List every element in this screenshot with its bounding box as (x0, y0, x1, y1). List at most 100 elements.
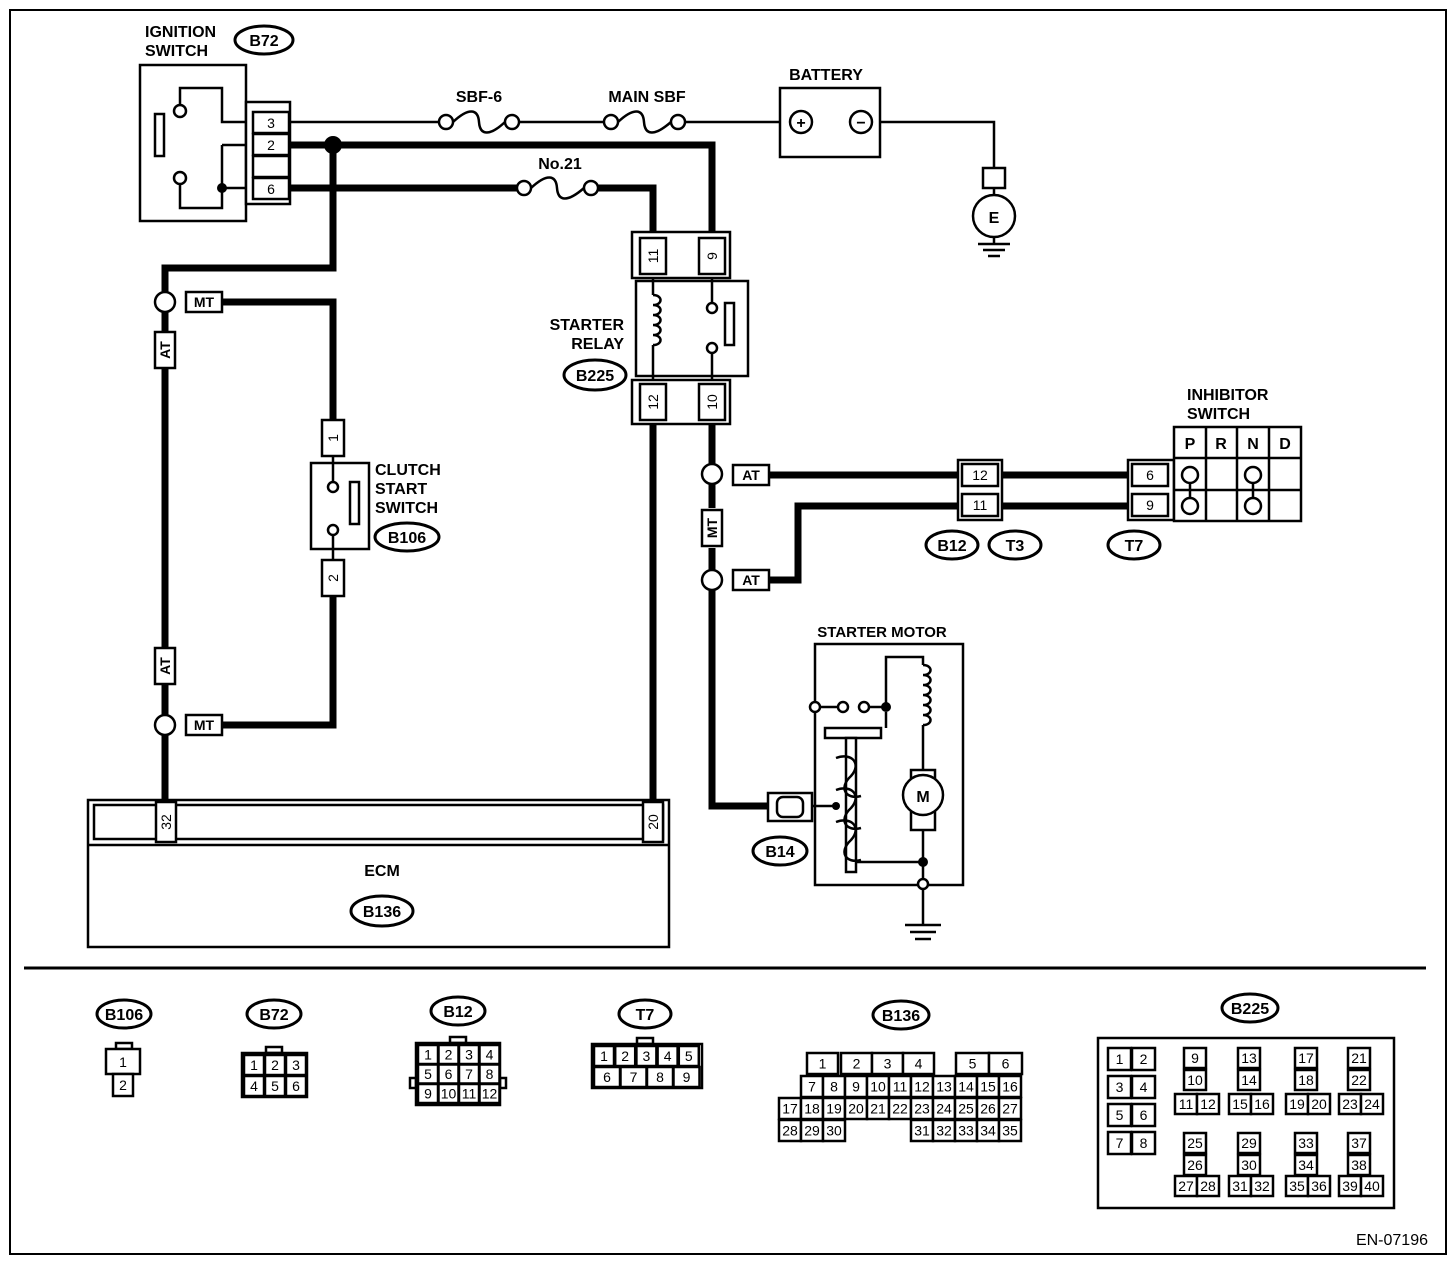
cv-b136-pin-21: 21 (870, 1101, 886, 1117)
cv-b225-pin-14-cell (1236, 1068, 1262, 1092)
cv-b136-pin-30-cell (821, 1118, 847, 1143)
cv-b225-pin-34: 34 (1298, 1157, 1314, 1173)
cv-b136-pin-22: 22 (892, 1101, 908, 1117)
cv-b72-pin-4: 4 (250, 1078, 258, 1094)
cv-b225-pin-33: 33 (1298, 1135, 1314, 1151)
ignition-pin-2: 2 (267, 137, 275, 153)
cv-b225-pin-24-cell (1359, 1092, 1385, 1116)
cv-b225-pin-17: 17 (1298, 1050, 1314, 1066)
cv-b72-pin-1: 1 (250, 1057, 258, 1073)
cv-b225-pin-5: 5 (1116, 1107, 1124, 1123)
inhibitor-pos-n: N (1247, 436, 1259, 453)
cv-b136-pin-35-cell (997, 1118, 1023, 1143)
outer-frame (9, 9, 1447, 1255)
cv-b225-pin-22-cell (1346, 1068, 1372, 1092)
cv-t7-pin-7: 7 (630, 1069, 638, 1085)
cv-b12-pin-11: 11 (462, 1086, 477, 1102)
cv-b106-pin-1: 1 (119, 1054, 127, 1070)
connector-t7-tag: T7 (1125, 538, 1144, 555)
tag-mt-right: MT (704, 517, 720, 538)
cv-b12-pin-3: 3 (465, 1047, 473, 1063)
cv-t7-pin-2: 2 (621, 1048, 629, 1064)
tag-at-right-bottom: AT (742, 572, 760, 588)
joint-pin-12: 12 (972, 467, 988, 483)
cv-b225-pin-10: 10 (1187, 1072, 1203, 1088)
fuse-main-sbf-label: MAIN SBF (608, 89, 686, 106)
inhibitor-label-2: SWITCH (1187, 406, 1250, 423)
fuse-no21: No.21 (515, 156, 600, 200)
ecm-pin-20: 20 (645, 814, 661, 830)
cv-b136-pin-4-cell (901, 1051, 936, 1076)
ground-e: E (971, 166, 1017, 258)
cv-b225-pin-32-cell (1249, 1174, 1275, 1198)
cv-b136-pin-24: 24 (936, 1101, 952, 1117)
inhibitor-label-1: INHIBITOR (1187, 387, 1269, 404)
clutch-label-1: CLUTCH (375, 462, 441, 479)
relay-pin-9: 9 (704, 252, 720, 260)
joint-connector-b12-t3: 12 11 B12 T3 (924, 458, 1043, 561)
cv-b136-pin-8: 8 (830, 1079, 838, 1095)
cv-t7-pin-9: 9 (683, 1069, 691, 1085)
cv-b225-pin-14: 14 (1241, 1072, 1257, 1088)
cv-b225-pin-37-cell (1346, 1131, 1372, 1155)
cv-b225-pin-21: 21 (1351, 1050, 1367, 1066)
cv-b136-pin-5: 5 (969, 1056, 977, 1072)
cv-b12-pin-9: 9 (424, 1086, 432, 1102)
battery-label: BATTERY (789, 67, 863, 84)
motor-m-label: M (916, 789, 929, 806)
ignition-pin-6: 6 (267, 181, 275, 197)
cv-b136-pin-27: 27 (1002, 1101, 1018, 1117)
cv-b106-label: B106 (105, 1007, 143, 1024)
cv-b106-pin-2: 2 (119, 1077, 127, 1093)
starter-motor-label: STARTER MOTOR (817, 624, 947, 641)
cv-b136-pin-11: 11 (893, 1079, 908, 1095)
cv-b225-pin-29: 29 (1241, 1135, 1257, 1151)
cv-b225-pin-20: 20 (1311, 1096, 1327, 1112)
cv-b225-pin-16-cell (1249, 1092, 1275, 1116)
relay-pin-12: 12 (645, 394, 661, 410)
cv-b225-pin-16: 16 (1254, 1096, 1270, 1112)
inhibitor-pin-9: 9 (1146, 497, 1154, 513)
connector-b72-tag: B72 (249, 33, 278, 50)
cv-t7-pin-4: 4 (664, 1048, 672, 1064)
cv-b225-pin-21-cell (1346, 1046, 1372, 1070)
cv-b225-pin-3: 3 (1116, 1079, 1124, 1095)
cv-b225-pin-9: 9 (1191, 1050, 1199, 1066)
cv-b136-pin-23: 23 (914, 1101, 930, 1117)
cv-b225-pin-25-cell (1182, 1131, 1208, 1155)
ignition-switch: 3 2 6 IGNITION SWITCH B72 (138, 24, 295, 223)
cv-b72-pin-6-cell (284, 1074, 308, 1098)
clutch-label-3: SWITCH (375, 500, 438, 517)
cv-b136-pin-34: 34 (980, 1123, 996, 1139)
cv-b72-pin-2: 2 (271, 1057, 279, 1073)
cv-b12-pin-7: 7 (465, 1066, 473, 1082)
fuse-main-sbf: MAIN SBF (602, 89, 687, 134)
ecm: 32 20 ECM B136 (86, 798, 671, 949)
cv-b136-pin-4: 4 (915, 1056, 923, 1072)
connector-t3-tag: T3 (1006, 538, 1025, 555)
cv-b225-pin-27: 27 (1178, 1178, 1194, 1194)
cv-b136-pin-17: 17 (782, 1101, 798, 1117)
cv-b225-pin-28-cell (1195, 1174, 1221, 1198)
cv-b225-pin-8: 8 (1140, 1135, 1148, 1151)
cv-b225-pin-28: 28 (1200, 1178, 1216, 1194)
battery-minus: − (856, 115, 865, 132)
cv-b225-pin-13: 13 (1241, 1050, 1257, 1066)
cv-b136-pin-3: 3 (884, 1056, 892, 1072)
cv-b225-pin-36: 36 (1311, 1178, 1327, 1194)
cv-b12-pin-8: 8 (486, 1066, 494, 1082)
cv-b225-pin-6-cell (1130, 1102, 1157, 1128)
cv-b225-pin-25: 25 (1187, 1135, 1203, 1151)
cv-b12-pin-2: 2 (445, 1047, 453, 1063)
cv-b136-pin-35: 35 (1002, 1123, 1018, 1139)
cv-b225-pin-26: 26 (1187, 1157, 1203, 1173)
fuse-sbf6: SBF-6 (437, 89, 521, 134)
cv-b225-pin-40: 40 (1364, 1178, 1380, 1194)
cv-b225-pin-10-cell (1182, 1068, 1208, 1092)
clutch-start-switch: 1 2 CLUTCH START SWITCH B106 (309, 418, 441, 598)
cv-b225-pin-38: 38 (1351, 1157, 1367, 1173)
cv-b136-pin-26: 26 (980, 1101, 996, 1117)
cv-b225-pin-2: 2 (1140, 1051, 1148, 1067)
